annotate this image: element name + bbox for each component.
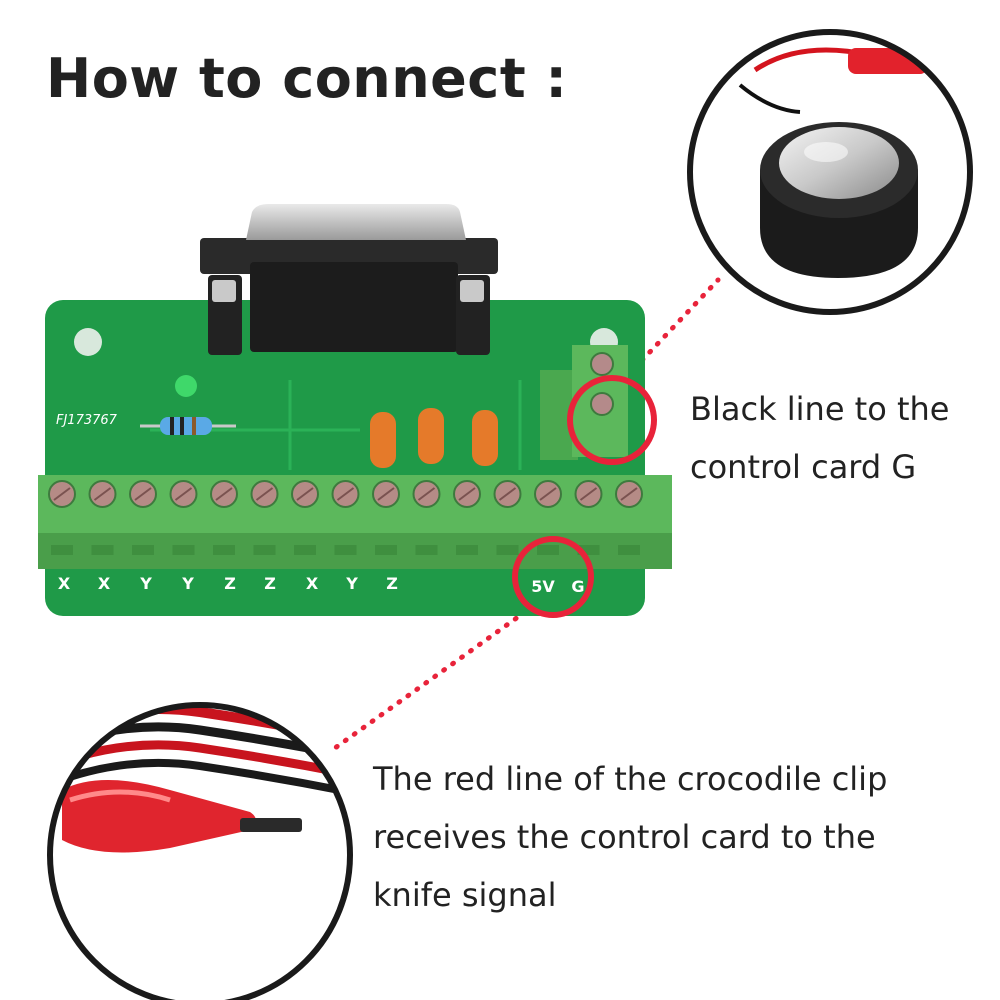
terminal-opening (91, 545, 114, 555)
terminal-opening (415, 545, 438, 555)
led (175, 375, 197, 397)
page-title: How to connect : (46, 47, 568, 110)
terminal-labels: X X Y Y Z Z X Y Z 5V G (58, 574, 585, 596)
terminal-opening (51, 545, 73, 555)
terminal-label: G (571, 577, 584, 596)
terminal-label: Z (224, 574, 236, 593)
screw-slot (458, 487, 476, 501)
terminal-opening (253, 545, 276, 555)
screw-slot (296, 487, 314, 501)
resistor (140, 417, 236, 435)
screw-slot (498, 487, 517, 501)
terminal-opening (577, 545, 600, 555)
highlight-circle-g-terminal (567, 375, 657, 465)
terminal-opening (294, 545, 316, 555)
terminal-label: X (306, 574, 319, 593)
leader-line-bottom (332, 609, 528, 751)
screw-slot (539, 487, 557, 501)
terminal-opening (132, 545, 154, 555)
caption-line: knife signal (373, 876, 557, 914)
caption-line: Black line to the (690, 390, 950, 428)
screw-slot (255, 487, 274, 501)
caption-line: control card G (690, 448, 917, 486)
crocodile-clip-icon (47, 702, 353, 1000)
terminal-opening (213, 545, 235, 555)
terminal-opening (375, 545, 397, 555)
screw-slot (134, 487, 152, 501)
pcb-code-label: FJ173767 (56, 413, 118, 428)
screw-slot (53, 487, 71, 501)
terminal-opening (496, 545, 519, 555)
terminal-opening (618, 545, 640, 555)
probe-puck-icon (687, 29, 973, 315)
screw-slot (336, 487, 355, 501)
terminal-label: Y (345, 574, 358, 593)
screw-slot (215, 487, 233, 501)
red-line-caption: The red line of the crocodile clip recei… (373, 750, 887, 924)
db15-connector-icon (200, 204, 498, 355)
terminal-label: 5V (531, 577, 555, 596)
capacitors (370, 408, 498, 468)
terminal-screws (48, 480, 643, 555)
screw-slot (377, 487, 395, 501)
screw-slot (620, 487, 638, 501)
side-terminal-block (540, 345, 628, 460)
terminal-label: X (58, 574, 71, 593)
screw-slot (174, 487, 193, 501)
leader-line-top (609, 277, 721, 395)
terminal-opening (172, 545, 195, 555)
screw-slot (417, 487, 436, 501)
screw-slot (93, 487, 112, 501)
highlight-circle-5v-terminal (512, 536, 594, 618)
black-line-caption: Black line to the control card G (690, 380, 949, 496)
terminal-opening (456, 545, 478, 555)
terminal-label: Y (139, 574, 152, 593)
terminal-opening (334, 545, 357, 555)
terminal-label: Z (386, 574, 398, 593)
terminal-opening (537, 545, 559, 555)
terminal-label: Z (264, 574, 276, 593)
screw-slot (579, 487, 598, 501)
terminal-label: Y (181, 574, 194, 593)
terminal-label: X (98, 574, 111, 593)
caption-line: The red line of the crocodile clip (373, 760, 888, 798)
caption-line: receives the control card to the (373, 818, 876, 856)
